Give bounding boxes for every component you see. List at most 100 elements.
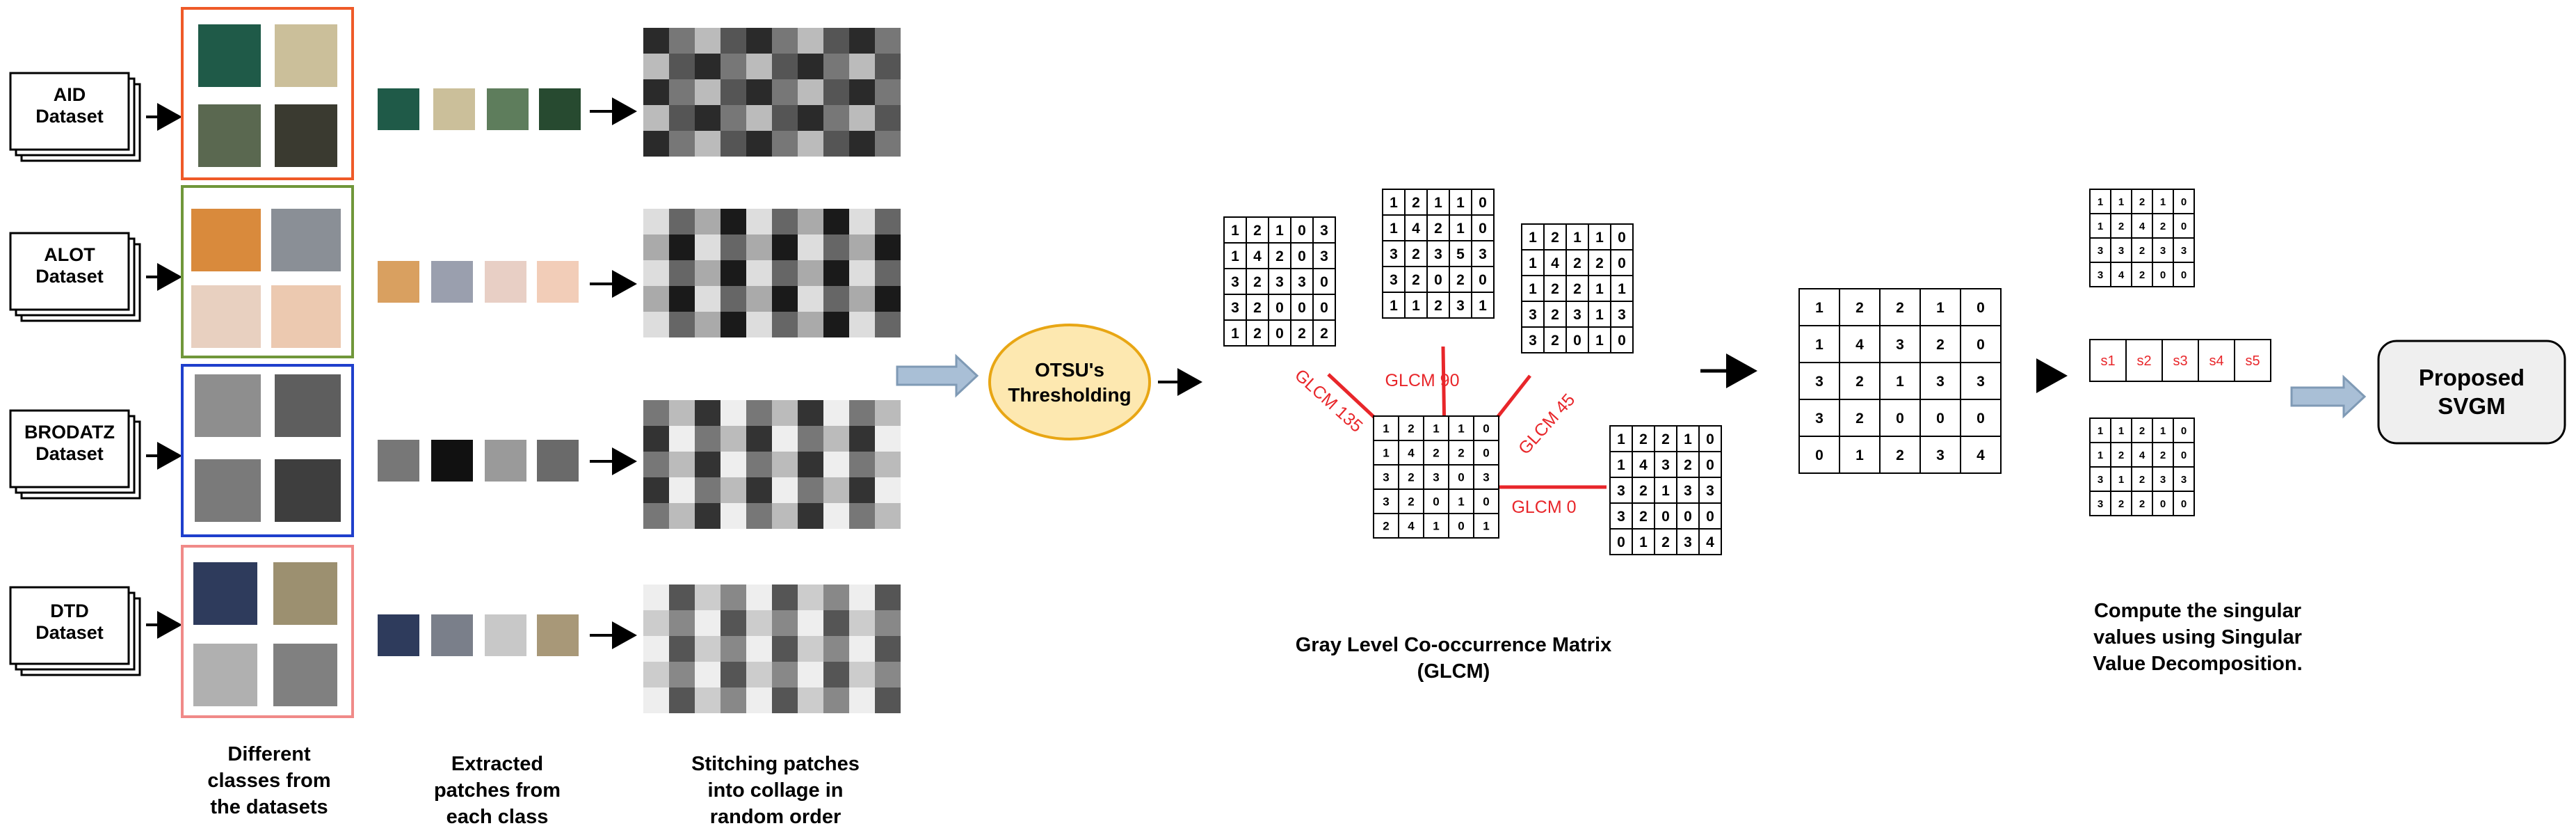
matrix-cell-value: 1 (1529, 230, 1537, 246)
matrix-cell: 0 (1312, 294, 1336, 321)
collage-tile (823, 260, 849, 286)
class-samples-brodatz (181, 364, 354, 537)
matrix-cell-value: 1 (1573, 230, 1581, 246)
matrix-cell-value: 0 (2181, 450, 2187, 461)
matrix-cell: 1 (1382, 292, 1406, 319)
matrix-cell-value: 1 (1529, 255, 1537, 271)
collage-tile (643, 477, 669, 503)
matrix-cell-value: 2 (1433, 447, 1439, 460)
collage-tile (695, 662, 721, 687)
matrix-cell: 1 (1426, 189, 1450, 216)
matrix-cell-value: 0 (1275, 300, 1284, 316)
caption-classes: Different classes from the datasets (207, 743, 330, 818)
matrix-cell-value: 3 (2181, 474, 2187, 486)
matrix-cell-value: 2 (1434, 221, 1442, 237)
dataset-row-brodatz: BRODATZ Dataset (9, 364, 901, 537)
matrix-cell: 3 (2110, 237, 2132, 263)
collage-tile (643, 234, 669, 260)
sample-image (275, 374, 341, 437)
patch-image (537, 614, 579, 656)
collage-tile (772, 477, 798, 503)
matrix-cell-value: 2 (1896, 300, 1904, 316)
matrix-cell-value: 3 (1815, 411, 1824, 427)
collage-tile (849, 426, 875, 452)
patch-image (431, 261, 473, 303)
matrix-cell-value: 1 (1483, 520, 1489, 533)
matrix-cell: 3 (1373, 464, 1399, 490)
matrix-cell-value: 0 (1298, 300, 1306, 316)
matrix-cell-value: 2 (1573, 255, 1581, 271)
matrix-cell: 4 (1404, 214, 1428, 241)
matrix-cell: 3 (1676, 477, 1700, 504)
collage-tile (798, 584, 823, 610)
matrix-cell-value: 4 (1408, 520, 1415, 533)
matrix-cell: 3 (1312, 216, 1336, 244)
matrix-cell-value: 0 (1618, 230, 1626, 246)
collage-tile (849, 209, 875, 234)
collage-tile (695, 131, 721, 157)
matrix-cell: 3 (1382, 266, 1406, 293)
matrix-cell: 1 (1879, 362, 1921, 400)
collage-tile (798, 312, 823, 337)
sample-image (273, 644, 337, 706)
matrix-cell-value: 0 (1936, 411, 1945, 427)
collage-tile (669, 452, 695, 477)
collage-tile (875, 584, 901, 610)
matrix-cell: 3 (1610, 301, 1634, 328)
collage-tile (875, 209, 901, 234)
patches-brodatz (378, 440, 579, 482)
matrix-cell-value: 3 (1298, 274, 1306, 290)
matrix-cell: 0 (1960, 288, 2002, 326)
collage-tile (669, 105, 695, 131)
dataset-label-brodatz: Dataset (35, 443, 104, 464)
collage-tile (669, 400, 695, 426)
collage-tile (721, 662, 746, 687)
glcm-caption-line1: Gray Level Co-occurrence Matrix (1296, 634, 1612, 656)
collage-tile (643, 79, 669, 105)
patch-image (485, 440, 526, 482)
matrix-cell: 3 (2173, 466, 2195, 492)
collage-tile (823, 79, 849, 105)
matrix-cell-value: 3 (1617, 483, 1625, 499)
matrix-cell-value: 3 (1529, 333, 1537, 349)
matrix-cell: 0 (1698, 502, 1722, 530)
matrix-cell: 3 (1426, 240, 1450, 267)
caption-patches-line2: patches from (434, 779, 561, 802)
collage-tile (695, 503, 721, 529)
collage-tile (746, 312, 772, 337)
matrix-cell-value: 3 (2181, 245, 2187, 257)
matrix-cell-value: 0 (1706, 431, 1714, 447)
matrix-cell-value: 1 (2098, 450, 2103, 461)
matrix-cell-value: 4 (1551, 255, 1559, 271)
matrix-cell: 0 (1268, 294, 1291, 321)
singular-value-label: s2 (2136, 353, 2151, 369)
matrix-cell: 2 (1632, 502, 1655, 530)
proposed-svgm-node: Proposed SVGM (2377, 340, 2566, 445)
singular-value-s5: s5 (2234, 339, 2271, 382)
matrix-cell: 1 (1471, 292, 1495, 319)
matrix-cell: 2 (1246, 294, 1269, 321)
collage-tile (823, 503, 849, 529)
matrix-cell: 2 (1268, 242, 1291, 269)
matrix-cell-value: 1 (1855, 447, 1864, 463)
result-label-line1: Proposed (2419, 365, 2525, 390)
collage-tile (695, 260, 721, 286)
collage-tile (875, 234, 901, 260)
matrix-cell-value: 0 (1483, 422, 1489, 436)
matrix-cell: 0 (1423, 488, 1449, 514)
collage-tile (823, 662, 849, 687)
matrix-cell: 0 (1473, 415, 1499, 441)
collage-tile (721, 131, 746, 157)
collage-tile (721, 54, 746, 79)
matrix-cell: 1 (2089, 189, 2111, 214)
matrix-cell-value: 2 (1639, 509, 1648, 525)
matrix-cell: 2 (1398, 488, 1424, 514)
matrix-cell: 1 (2089, 213, 2111, 239)
collage-tile (695, 452, 721, 477)
matrix-cell: 2 (1404, 240, 1428, 267)
matrix-cell: 2 (1839, 362, 1881, 400)
matrix-cell: 1 (1521, 223, 1545, 250)
matrix-cell-value: 1 (1390, 195, 1398, 211)
